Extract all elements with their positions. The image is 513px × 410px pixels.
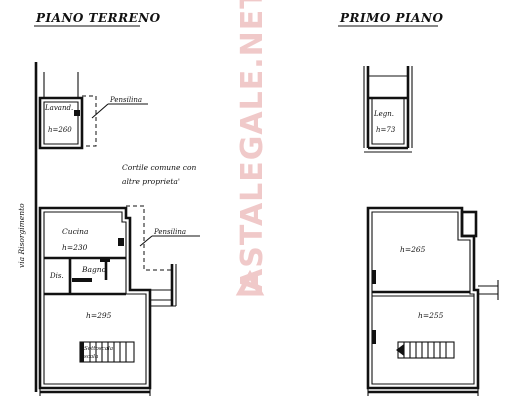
woodshed-label: Legn.: [373, 110, 394, 118]
canopy-mid-label: Pensilina: [153, 228, 186, 236]
upper-room-height: h=265: [400, 245, 426, 254]
watermark-text: ASTALEGALE.NET: [235, 0, 270, 292]
lower-room-height: h=255: [418, 311, 444, 320]
ground-floor-interior-walls: [44, 238, 126, 296]
stair-label-line1: Sottoscala: [84, 346, 113, 352]
closet-label: Dis.: [49, 272, 64, 280]
canopy-top-leader: [91, 103, 109, 119]
stair-label-line2: scala: [84, 354, 98, 360]
watermark: ASTALEGALE.NET: [235, 0, 270, 296]
bathroom-label: Bagno: [81, 265, 107, 274]
woodshed-room: Legn. h=73: [363, 66, 413, 153]
canopy-top-label: Pensilina: [109, 96, 142, 104]
ground-floor-stairs: Sottoscala scala: [79, 341, 135, 363]
laundry-room: Lavand. h=260: [38, 72, 84, 150]
kitchen-height: h=230: [62, 243, 88, 252]
ground-floor-right-stub: [150, 264, 177, 307]
courtyard-label-line1: Cortile comune con: [122, 163, 196, 172]
laundry-label: Lavand.: [44, 104, 73, 112]
first-floor-stairs: [396, 341, 455, 359]
first-floor-title: PRIMO PIANO: [339, 11, 443, 25]
mid-canopy-outline: [126, 205, 172, 271]
ground-floor-title: PIANO TERRENO: [35, 11, 161, 25]
canopy-mid-leader: [139, 235, 153, 247]
ground-floor-building: [38, 206, 152, 396]
laundry-canopy-outline: [82, 95, 97, 147]
woodshed-height: h=73: [376, 126, 396, 134]
laundry-height: h=260: [48, 126, 72, 134]
first-floor-building: [366, 206, 499, 396]
watermark-logo: [235, 269, 265, 296]
ground-floor-plan: Lavand. h=260 Pensilina Cortile comune c…: [17, 62, 200, 396]
kitchen-label: Cucina: [62, 227, 88, 236]
street-label: via Risorgimento: [17, 203, 26, 268]
main-room-height: h=295: [86, 311, 112, 320]
first-floor-plan: Legn. h=73 h: [363, 66, 499, 396]
courtyard-label-line2: altre proprieta': [122, 177, 180, 186]
